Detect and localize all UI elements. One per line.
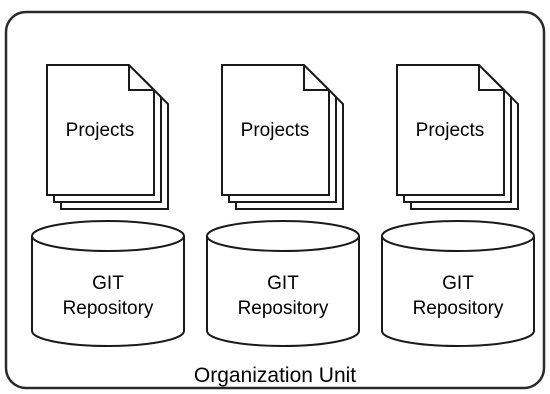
cylinder-top-2 (206, 220, 360, 252)
cylinder-body-3 (381, 236, 535, 347)
projects-label-3: Projects (416, 120, 485, 141)
git-repository-2: GIT Repository (206, 220, 360, 347)
repository-label-line1-3: GIT (442, 273, 474, 294)
repository-label-line1-2: GIT (267, 273, 299, 294)
organization-unit-label: Organization Unit (194, 364, 356, 387)
document-fold-1 (128, 65, 154, 91)
document-fold-3 (478, 65, 504, 91)
document-icon-2 (221, 64, 330, 196)
repository-label-line2-2: Repository (238, 298, 329, 319)
cylinder-top-1 (31, 220, 185, 252)
cylinder-top-3 (381, 220, 535, 252)
repository-label-line1-1: GIT (92, 273, 124, 294)
repository-label-line2-3: Repository (413, 298, 504, 319)
repository-label-line2-1: Repository (63, 298, 154, 319)
projects-stack-1: Projects (46, 64, 169, 210)
git-repository-1: GIT Repository (31, 220, 185, 347)
git-repository-3: GIT Repository (381, 220, 535, 347)
projects-stack-3: Projects (396, 64, 519, 210)
document-icon-1 (46, 64, 155, 196)
project-group-1: Projects GIT Repository (31, 64, 185, 347)
project-group-2: Projects GIT Repository (206, 64, 360, 347)
cylinder-body-2 (206, 236, 360, 347)
projects-stack-2: Projects (221, 64, 344, 210)
cylinder-body-1 (31, 236, 185, 347)
projects-label-2: Projects (241, 120, 310, 141)
projects-label-1: Projects (66, 120, 135, 141)
document-icon-3 (396, 64, 505, 196)
project-group-3: Projects GIT Repository (381, 64, 535, 347)
document-fold-2 (303, 65, 329, 91)
